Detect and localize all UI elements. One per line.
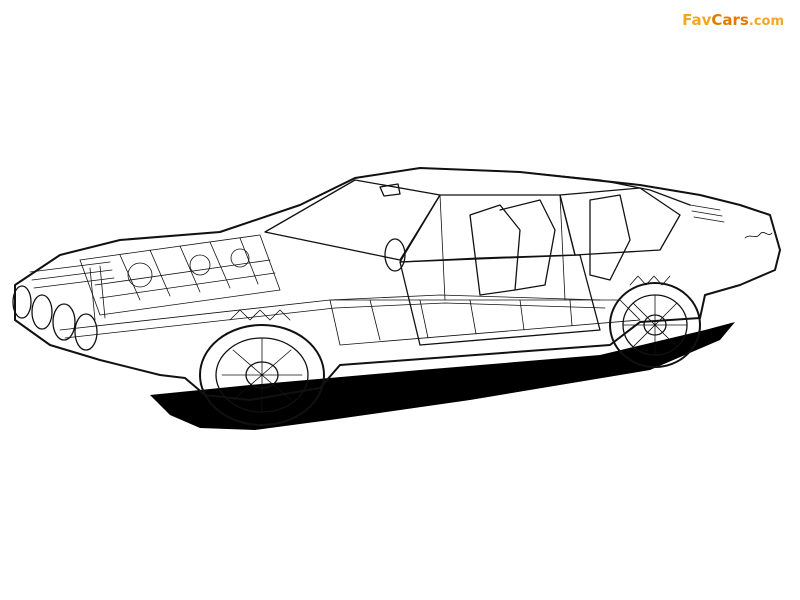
chassis-detail	[329, 194, 641, 346]
windshield	[264, 179, 441, 261]
model-script-emblem	[744, 232, 773, 239]
engine-detail	[59, 234, 606, 339]
front-grille	[29, 261, 115, 321]
side-mirror	[379, 183, 401, 197]
watermark-part-cars: Cars	[711, 11, 749, 29]
rear-wheel	[609, 282, 701, 368]
front-headlights	[12, 285, 98, 351]
front-wheel	[199, 324, 325, 426]
rear-window	[559, 187, 681, 256]
steering-wheel	[384, 238, 406, 272]
side-window	[399, 194, 576, 263]
ground-shadow	[150, 322, 735, 430]
front-suspension	[229, 309, 291, 321]
favcars-watermark: FavCars.com	[682, 11, 784, 29]
rear-suspension	[629, 275, 671, 286]
seats	[469, 194, 631, 296]
watermark-part-fav: Fav	[682, 11, 712, 29]
rear-vents	[689, 204, 725, 223]
door-outline	[399, 254, 601, 346]
watermark-part-tld: .com	[748, 14, 784, 29]
roof-line	[299, 167, 691, 206]
